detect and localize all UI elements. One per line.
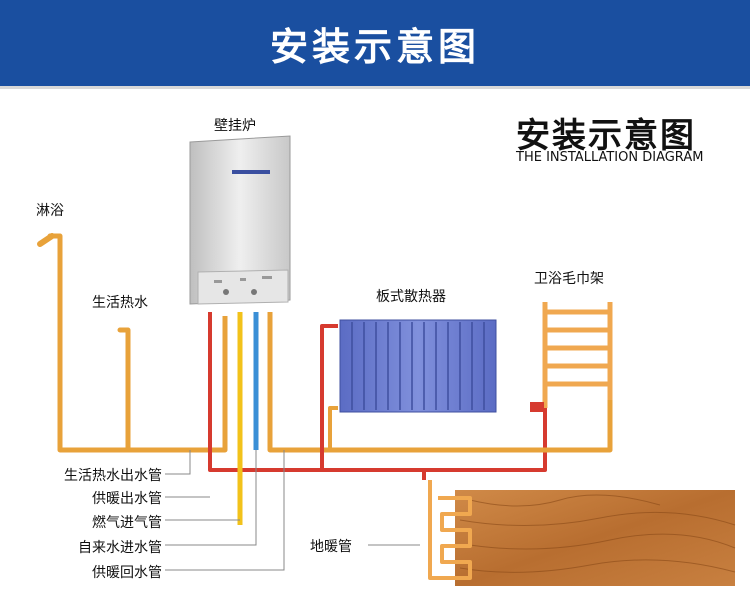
towel-rack [542,302,613,408]
shower-pipe [37,233,63,453]
boiler-label: 壁挂炉 [214,118,256,134]
towel-rack-valve [530,402,544,412]
towel-rack-label: 卫浴毛巾架 [534,271,604,287]
legend-heating-return: 供暖回水管 [92,565,162,581]
hot-water-tap [117,327,131,453]
radiator-return-pipe [328,406,338,450]
header-banner: 安装示意图 [0,0,750,86]
boiler-unit [189,135,291,305]
legend-heating-outlet: 供暖出水管 [92,491,162,507]
legend-leader-lines [165,450,420,571]
diagram-subtitle: THE INSTALLATION DIAGRAM [516,150,704,165]
header-title: 安装示意图 [269,24,480,69]
heating-return-pipe [267,312,613,453]
legend-gas-inlet: 燃气进气管 [92,515,162,531]
floor-heating [422,470,736,586]
floor-heating-label: 地暖管 [310,539,352,555]
shower-label: 淋浴 [36,203,64,219]
hot-water-label: 生活热水 [92,295,148,311]
heating-supply-pipe [208,312,547,472]
legend-cold-water-inlet: 自来水进水管 [78,540,162,556]
legend-hot-water-outlet: 生活热水出水管 [64,468,162,484]
header-divider [0,86,750,89]
radiator-supply-pipe [320,324,338,470]
diagram-title: 安装示意图 [516,116,696,156]
panel-radiator [339,319,497,413]
radiator-label: 板式散热器 [376,289,446,305]
hot-water-main-pipe [60,316,228,453]
